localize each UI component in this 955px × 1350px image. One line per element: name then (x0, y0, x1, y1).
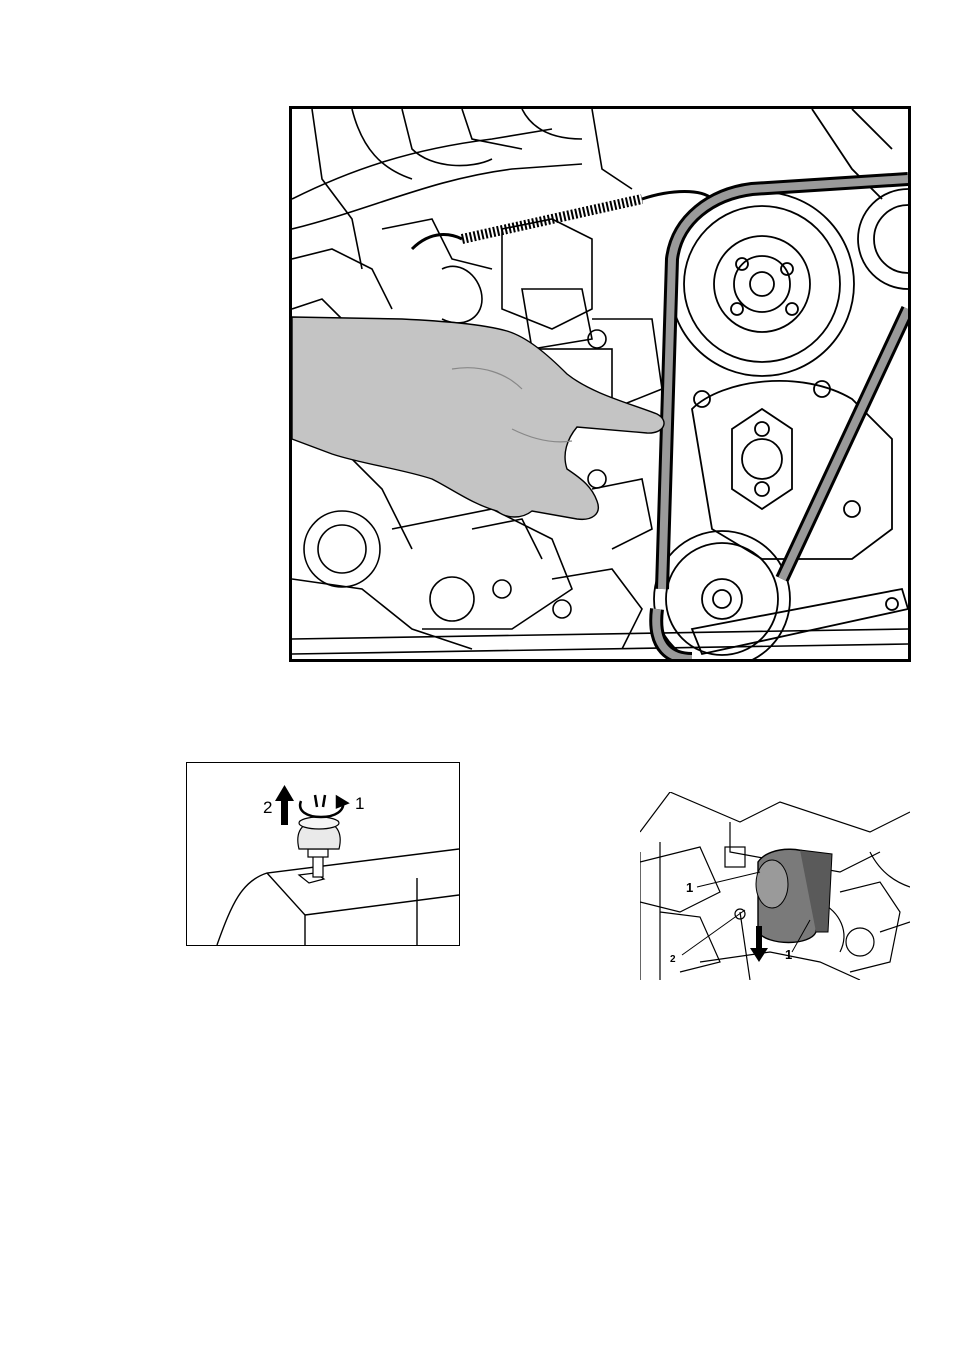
fan-pulley-icon (812, 109, 908, 289)
filler-cap-illustration: 2 1 (187, 763, 459, 945)
callout-lower-left: 2 (670, 954, 676, 965)
callout-arrow-up: 2 (263, 798, 272, 817)
tank-body-icon (217, 849, 459, 945)
filler-cap-icon (298, 817, 340, 883)
oil-filter-illustration: 1 2 1 (640, 792, 910, 980)
oil-filter-icon (756, 849, 832, 942)
oil-filter-figure: 1 2 1 (640, 792, 910, 980)
engine-belt-figure (289, 106, 911, 662)
crank-pulley-icon (654, 531, 908, 659)
callout-rotate: 1 (355, 794, 364, 813)
rotate-arrow-icon (300, 795, 347, 817)
callout-upper-left: 1 (686, 880, 693, 895)
engine-belt-illustration (292, 109, 908, 659)
hand-pointing-icon (292, 317, 664, 519)
up-arrow-icon (275, 785, 294, 825)
filler-cap-figure: 2 1 (186, 762, 460, 946)
callout-lower-right: 1 (785, 947, 792, 962)
spring-hose-icon (412, 192, 712, 250)
